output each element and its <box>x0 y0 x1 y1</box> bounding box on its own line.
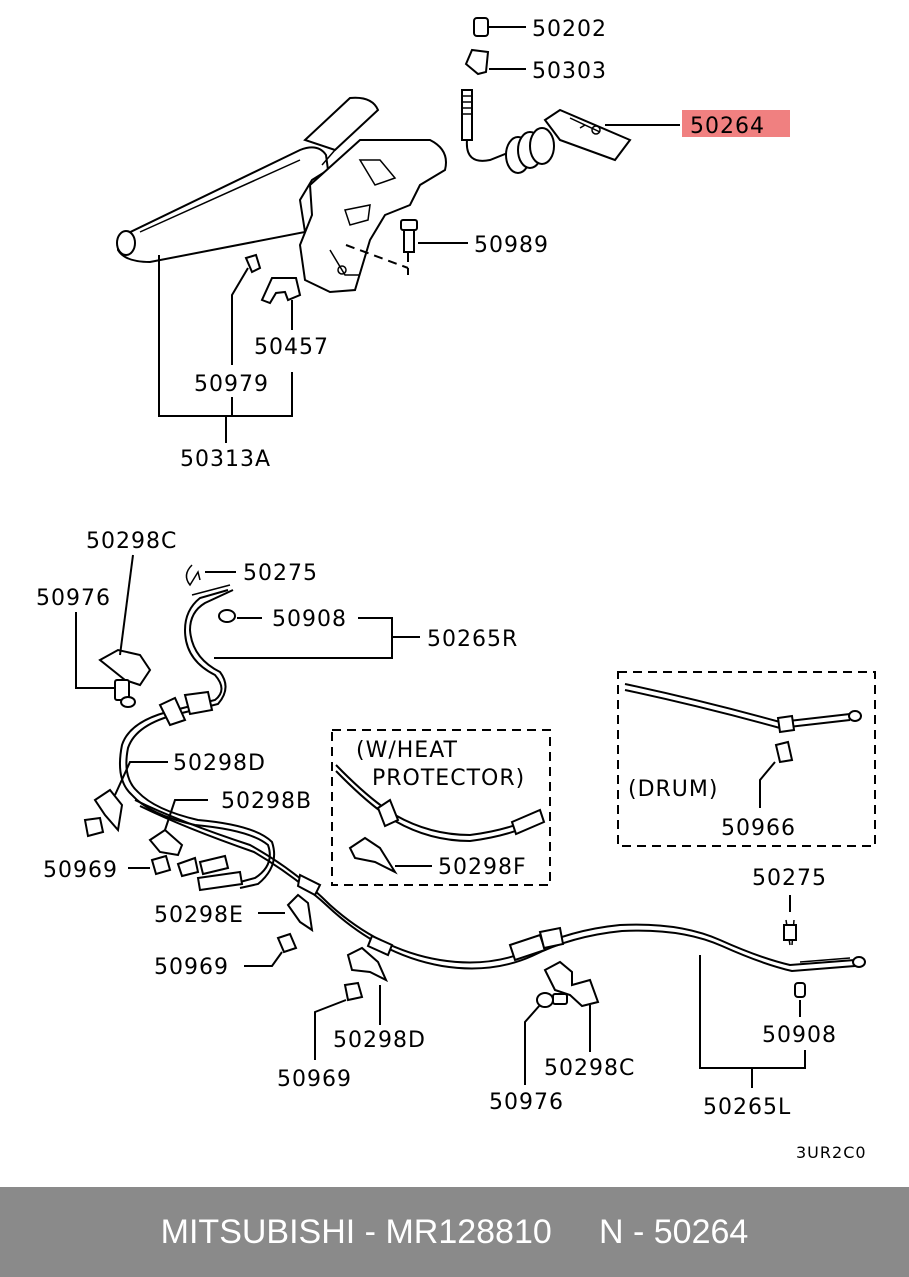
label-50275-bottom: 50275 <box>752 866 827 891</box>
label-50298C-bottom: 50298C <box>544 1056 635 1081</box>
label-50908-bottom: 50908 <box>762 1023 837 1048</box>
label-50976-top: 50976 <box>36 586 111 611</box>
part-50298D-bottom <box>346 946 389 1025</box>
part-50298D-top <box>83 761 168 838</box>
part-50298C-bottom <box>543 960 600 1052</box>
label-50976-bottom: 50976 <box>489 1090 564 1115</box>
label-50979: 50979 <box>194 372 269 397</box>
footer-text: MITSUBISHI - MR128810 N - 50264 <box>160 1212 749 1251</box>
drum-detail <box>617 671 876 847</box>
bracket-50265R <box>214 617 420 659</box>
part-50275-pin-top <box>185 564 236 587</box>
label-50298F: 50298F <box>438 855 527 880</box>
part-labels: 50202 50303 50264 50989 50457 50979 5031… <box>36 17 867 1162</box>
highlight-50264 <box>682 110 790 137</box>
bracket-50313A <box>158 255 293 443</box>
cable-50265R <box>119 584 276 892</box>
label-drum: (DRUM) <box>628 777 718 802</box>
label-50969-b: 50969 <box>154 955 229 980</box>
part-50976-top <box>75 612 136 708</box>
label-50275-top: 50275 <box>243 561 318 586</box>
label-heat-line2: PROTECTOR) <box>372 766 525 791</box>
label-50303: 50303 <box>532 59 607 84</box>
parts-diagram: 50202 50303 50264 50989 50457 50979 5031… <box>36 17 876 1162</box>
part-50969-c <box>314 981 364 1060</box>
part-50298C-top <box>98 554 152 687</box>
parking-brake-lever <box>116 96 447 294</box>
label-50264: 50264 <box>690 114 765 139</box>
part-50264-switch <box>461 89 680 174</box>
label-50298B: 50298B <box>221 789 312 814</box>
cable-50265L <box>134 799 866 973</box>
part-50202-nut <box>473 17 526 37</box>
part-50989-bolt <box>400 219 468 253</box>
diagram-code: 3UR2C0 <box>796 1143 867 1162</box>
label-50298E: 50298E <box>154 903 244 928</box>
label-50265R: 50265R <box>427 627 518 652</box>
part-50457-clamp <box>260 277 302 330</box>
part-50969-b <box>244 932 298 967</box>
label-50989: 50989 <box>474 233 549 258</box>
label-50969-a: 50969 <box>43 858 118 883</box>
part-50976-bottom <box>524 992 568 1085</box>
part-50969-a <box>128 854 172 876</box>
label-50966: 50966 <box>721 816 796 841</box>
label-50969-c: 50969 <box>277 1067 352 1092</box>
part-50979-bolt <box>231 253 262 365</box>
label-50908-top: 50908 <box>272 607 347 632</box>
label-heat-line1: (W/HEAT <box>356 738 458 763</box>
part-50298B-clip <box>148 799 208 857</box>
bracket-50265L <box>699 955 806 1088</box>
part-50303-clip <box>464 48 526 76</box>
part-50275-pin-bottom <box>783 895 797 946</box>
part-50908-grommet-bottom <box>794 982 806 1017</box>
label-50265L: 50265L <box>703 1095 791 1120</box>
part-50908-grommet-top <box>218 609 262 623</box>
label-50298D-bottom: 50298D <box>333 1028 426 1053</box>
label-50202: 50202 <box>532 17 607 42</box>
label-50457: 50457 <box>254 335 329 360</box>
label-50298D-top: 50298D <box>173 751 266 776</box>
footer-bar: MITSUBISHI - MR128810 N - 50264 <box>0 1187 909 1277</box>
part-50298E-clip <box>258 893 314 933</box>
heat-protector-detail <box>331 729 551 886</box>
label-50298C-top: 50298C <box>86 529 177 554</box>
label-50313A: 50313A <box>180 447 271 472</box>
